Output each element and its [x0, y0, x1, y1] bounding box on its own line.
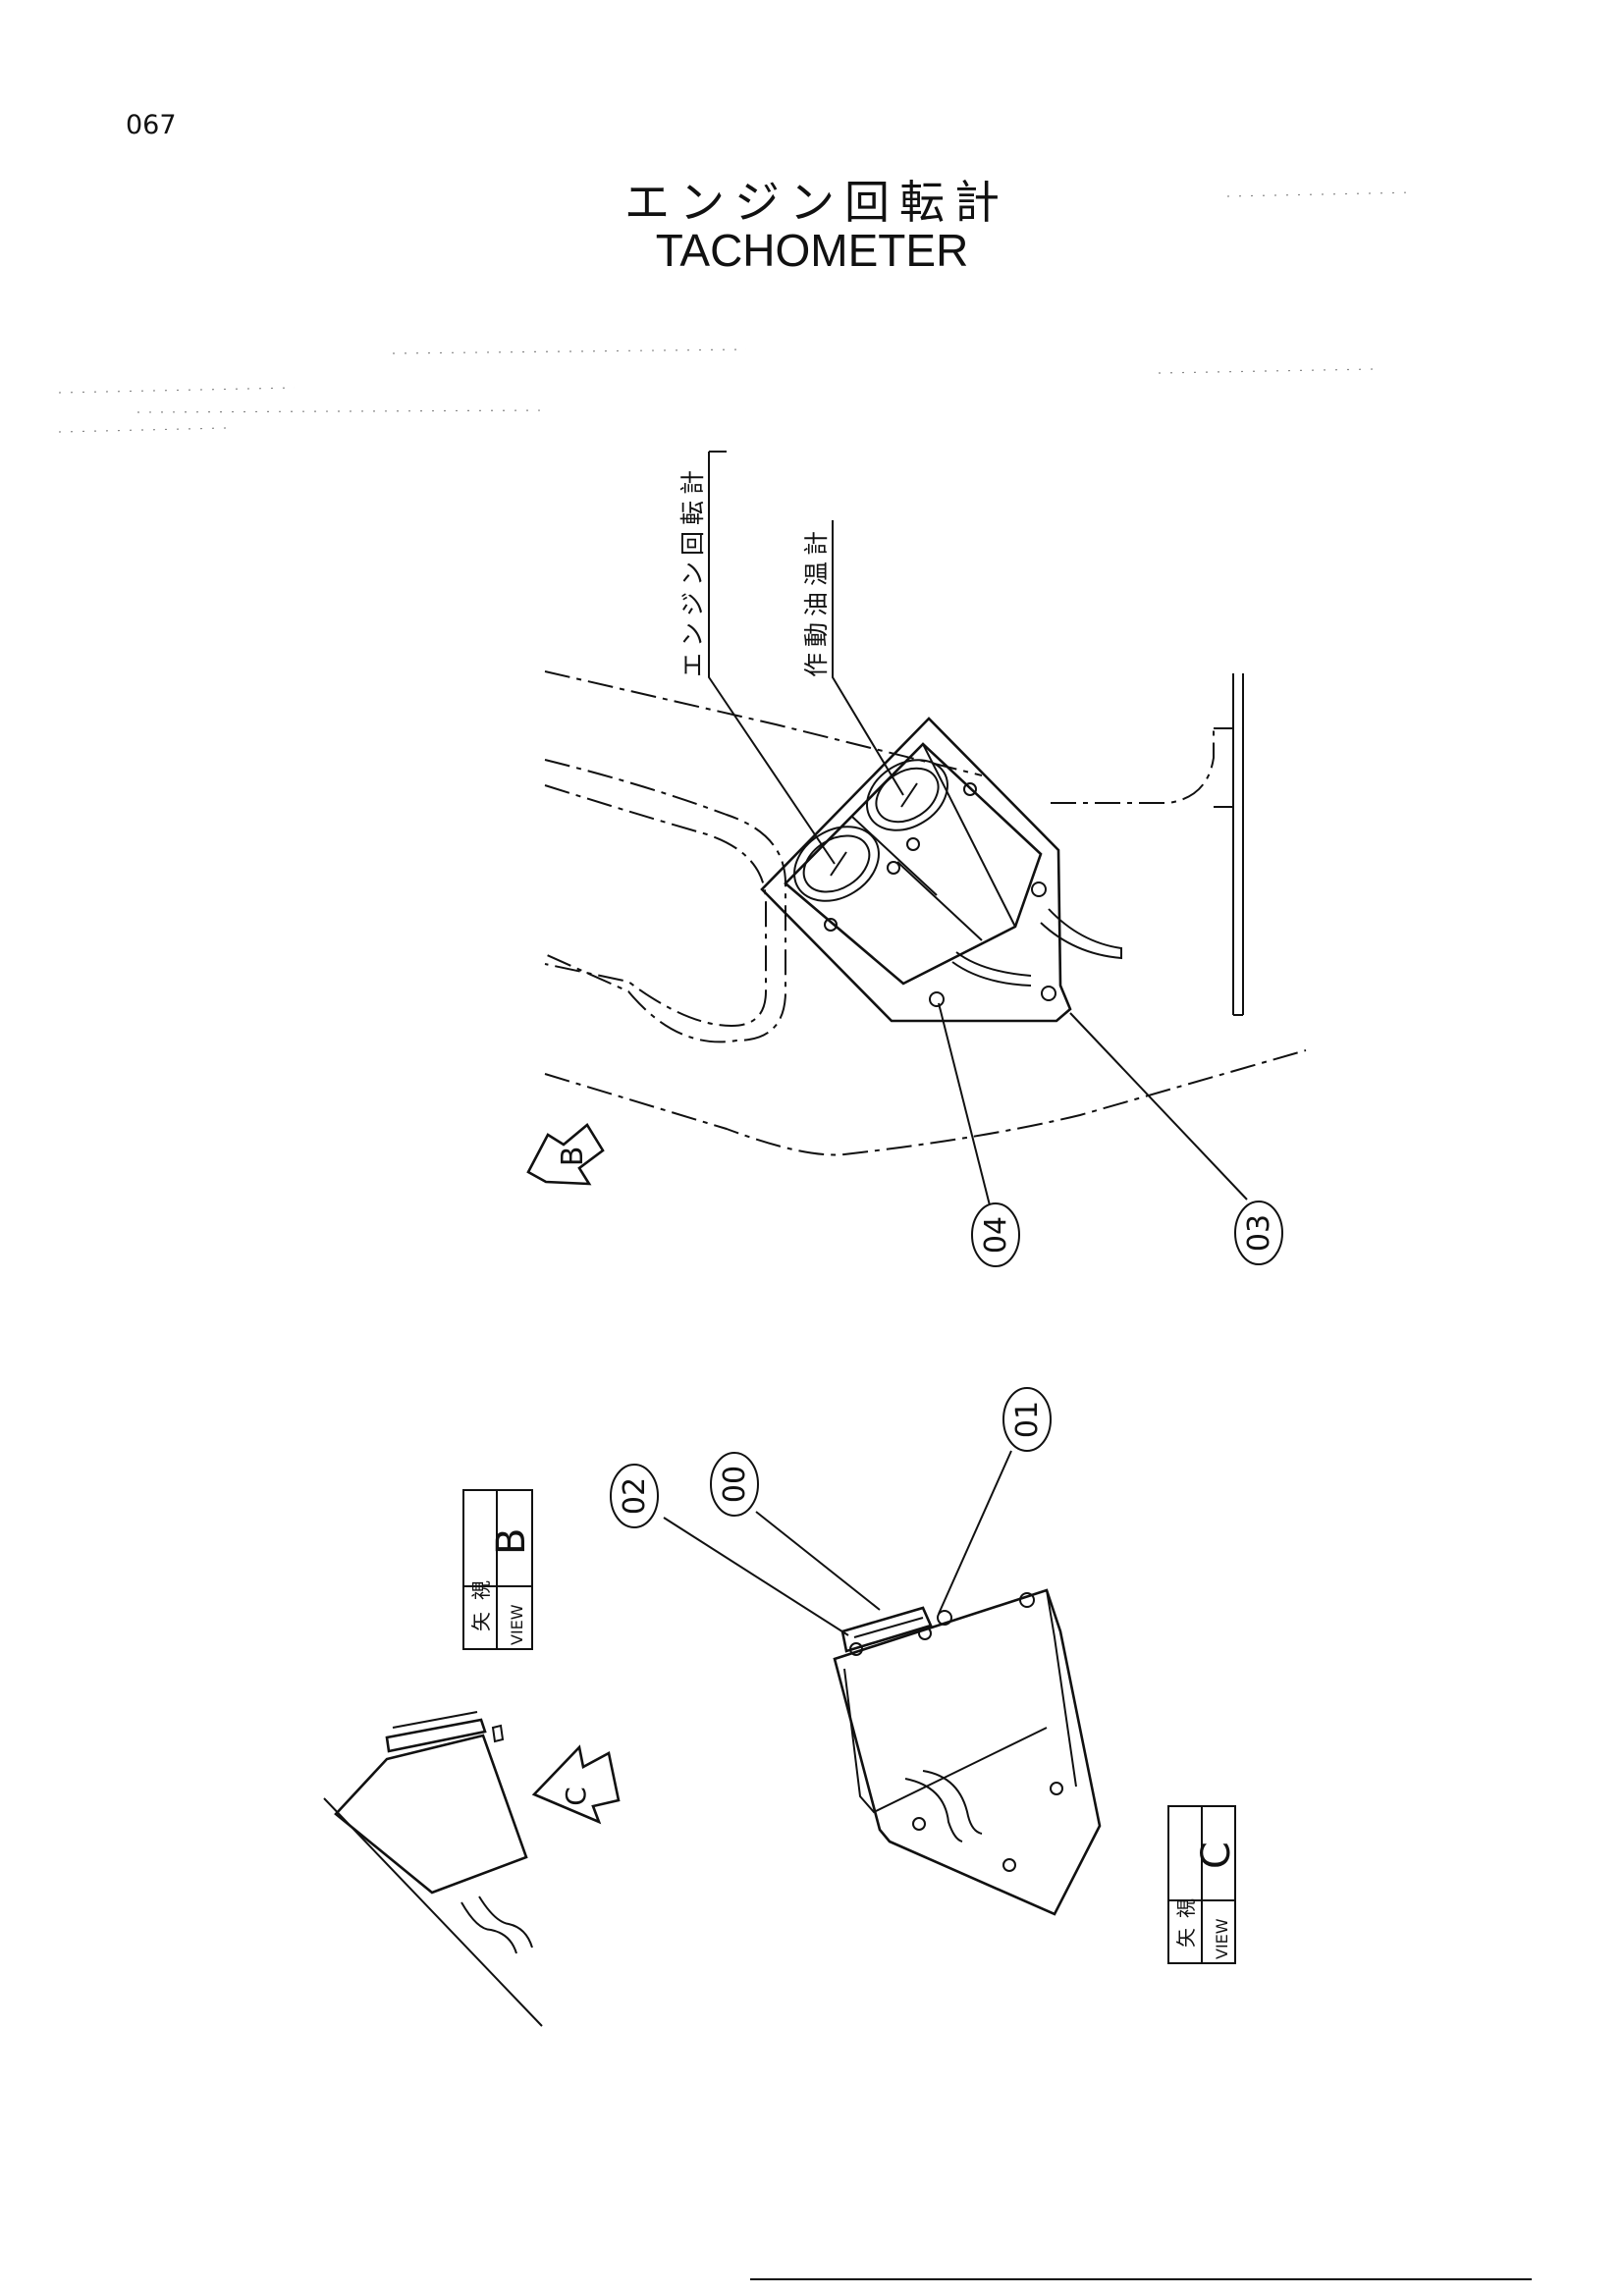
gauge-cable: [1040, 908, 1122, 960]
svg-text:視: 視: [1174, 1898, 1198, 1918]
view-arrow-b-letter: B: [556, 1147, 590, 1167]
view-arrow-c: C: [531, 1744, 621, 1825]
leader-part-00: [755, 1511, 881, 1611]
engine-tachometer-label: エンジン回転計: [678, 464, 707, 677]
leader-oil-temp-gauge: [832, 650, 904, 796]
svg-text:00: 00: [718, 1466, 752, 1503]
hydraulic-oil-temp-gauge-dial: [866, 759, 948, 831]
phantom-bracket: [1051, 728, 1215, 804]
callout-part-04[interactable]: 04: [971, 1202, 1020, 1267]
view-b-drawing: エンジン回転計 作動油温計 B 04 03: [526, 451, 1307, 1267]
svg-text:矢: 矢: [469, 1612, 493, 1631]
svg-text:VIEW: VIEW: [1213, 1918, 1231, 1959]
plate-screws: [824, 782, 1056, 1007]
oil-temp-gauge-label: 作動油温計: [802, 525, 831, 677]
callout-part-01[interactable]: 01: [1002, 1387, 1052, 1452]
svg-text:B: B: [489, 1528, 534, 1555]
callout-part-00[interactable]: 00: [710, 1452, 759, 1517]
side-view-panel: [323, 1797, 543, 2027]
leader-engine-tachometer: [708, 452, 836, 865]
page-title-japanese: エンジン回転計: [624, 176, 1009, 229]
svg-text:VIEW: VIEW: [508, 1604, 526, 1645]
svg-text:02: 02: [618, 1477, 652, 1515]
callout-part-02[interactable]: 02: [610, 1464, 659, 1528]
phantom-outline-upper: [544, 670, 983, 776]
scan-noise: [58, 191, 1415, 433]
page-title-english: TACHOMETER: [655, 225, 969, 276]
side-view-bezel: [385, 1718, 487, 1753]
engine-tachometer-dial: [793, 826, 880, 902]
leader-part-02: [663, 1517, 849, 1636]
view-c-plate: [833, 1588, 1102, 1916]
view-arrow-b: B: [526, 1123, 605, 1186]
leader-part-03: [1069, 1012, 1248, 1201]
phantom-outline-inner: [544, 759, 786, 1043]
svg-text:03: 03: [1242, 1214, 1276, 1252]
view-arrow-c-letter: C: [560, 1787, 592, 1806]
view-b-label-box: 矢 視 VIEW B: [462, 1489, 534, 1650]
svg-text:04: 04: [979, 1216, 1013, 1254]
leader-part-04: [938, 1002, 991, 1206]
side-view-drawing: C: [323, 1711, 621, 2027]
page-number: 067: [126, 110, 177, 140]
view-c-gauge-bezel: [840, 1606, 933, 1653]
svg-text:01: 01: [1010, 1401, 1045, 1438]
phantom-outline-lower: [544, 1049, 1307, 1156]
callout-part-03[interactable]: 03: [1234, 1201, 1283, 1265]
view-c-drawing: 02 00 01: [610, 1387, 1102, 1916]
view-c-label-box: 矢 視 VIEW C: [1167, 1805, 1239, 1964]
svg-text:視: 視: [469, 1580, 493, 1600]
gauge-housing: [784, 742, 1043, 986]
mounting-plate: [760, 717, 1072, 1023]
phantom-outline-inner-2: [544, 784, 767, 1028]
svg-text:C: C: [1194, 1842, 1239, 1869]
leader-part-01: [938, 1450, 1012, 1615]
svg-text:矢: 矢: [1174, 1928, 1198, 1948]
